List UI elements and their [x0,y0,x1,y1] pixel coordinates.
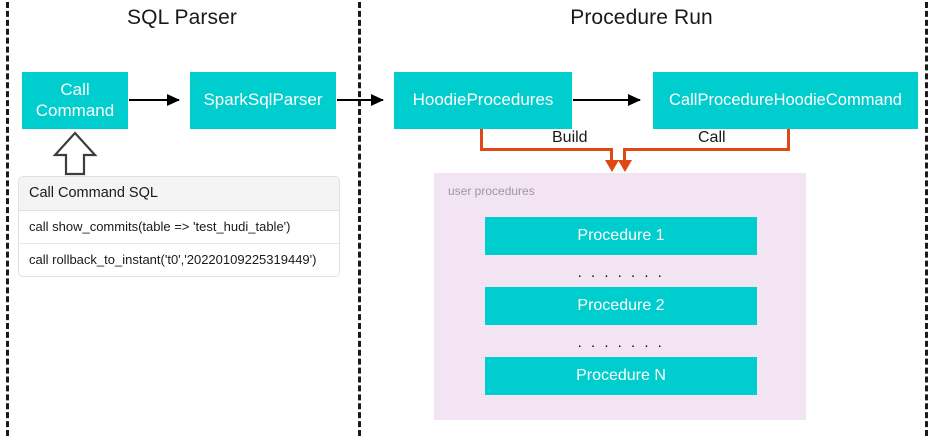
section-title-procedure-run: Procedure Run [570,6,713,29]
call-connector-segment [787,129,790,151]
procedure-item[interactable]: Procedure 1 [485,217,757,255]
call-arrowhead-icon [618,160,632,172]
procedure-ellipsis: . . . . . . . [577,263,665,281]
call-command-sql-card: Call Command SQL call show_commits(table… [18,176,340,277]
build-connector-segment [610,148,613,162]
sql-card-header: Call Command SQL [19,177,339,211]
arrow-spark-sql-parser-to-hoodie-procedures [337,99,383,101]
edge-label-build: Build [547,129,593,147]
call-connector-segment [623,148,790,151]
sql-card-row: call show_commits(table => 'test_hudi_ta… [19,211,339,244]
build-connector-segment [480,129,483,151]
arrow-hoodie-procedures-to-call-procedure-hoodie-command [573,99,640,101]
divider-middle [358,2,361,436]
divider-left [6,2,9,436]
edge-label-call: Call [693,129,731,147]
sql-card-row: call rollback_to_instant('t0','202201092… [19,244,339,276]
procedure-item[interactable]: Procedure 2 [485,287,757,325]
node-call-command[interactable]: Call Command [22,72,128,129]
node-call-command-line1: Call [60,79,90,99]
section-title-sql-parser: SQL Parser [127,6,237,29]
call-connector-segment [623,148,626,162]
user-procedures-label: user procedures [448,184,535,198]
build-arrowhead-icon [605,160,619,172]
hollow-up-arrow-icon [52,131,98,176]
user-procedures-panel: user procedures Procedure 1 . . . . . . … [434,173,806,420]
node-call-command-line2: Command [35,100,115,120]
node-call-procedure-hoodie-command[interactable]: CallProcedureHoodieCommand [653,72,918,129]
divider-right [925,2,928,436]
procedure-item[interactable]: Procedure N [485,357,757,395]
arrow-call-command-to-spark-sql-parser [129,99,179,101]
procedure-ellipsis: . . . . . . . [577,333,665,351]
node-spark-sql-parser[interactable]: SparkSqlParser [190,72,336,129]
build-connector-segment [480,148,613,151]
node-hoodie-procedures[interactable]: HoodieProcedures [394,72,572,129]
